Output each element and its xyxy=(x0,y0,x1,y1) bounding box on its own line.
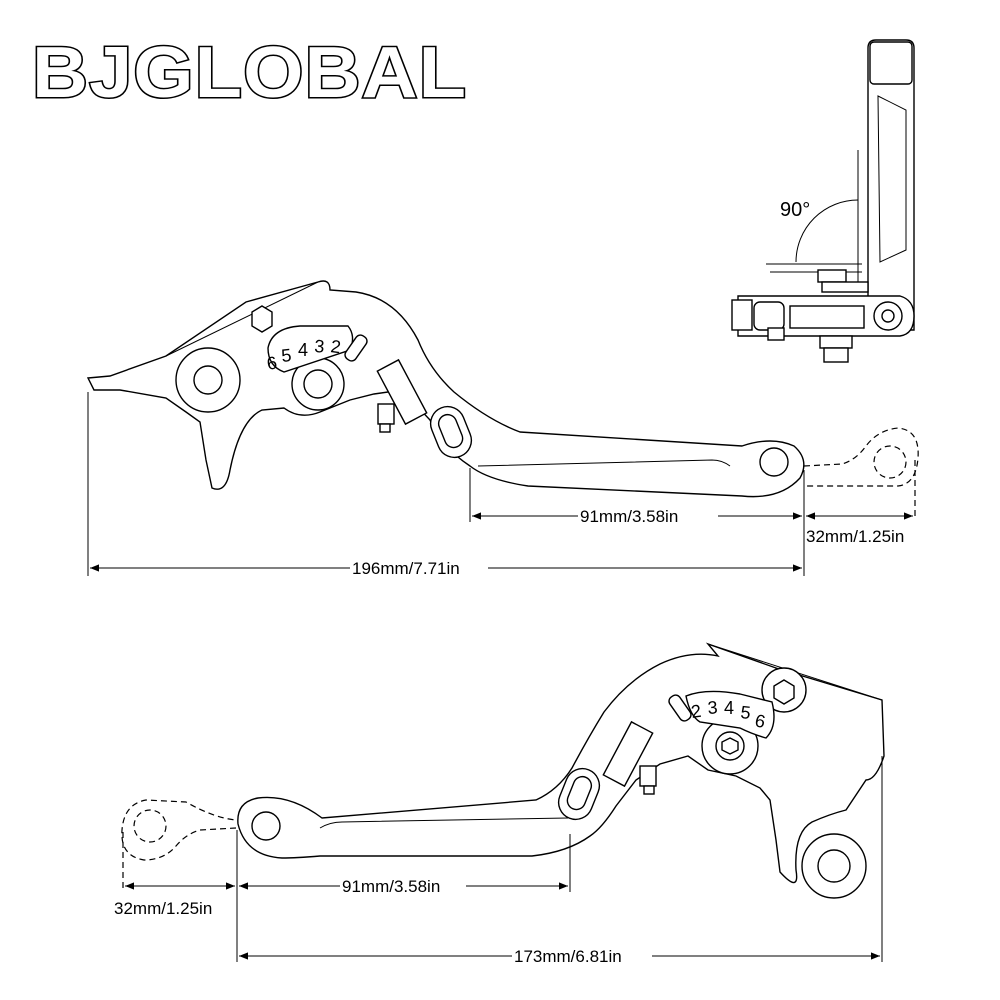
scale-digit: 5 xyxy=(280,345,292,366)
scale-digit: 4 xyxy=(724,698,734,718)
bottom-dimensions: 32mm/1.25in 91mm/3.58in 173mm/6.81in xyxy=(114,756,883,966)
top-lever: 6 5 4 3 2 xyxy=(86,280,919,520)
top-overall-label: 196mm/7.71in xyxy=(352,559,460,578)
angle-label: 90° xyxy=(780,199,810,221)
top-extension-label: 32mm/1.25in xyxy=(806,527,904,546)
side-view: 90° xyxy=(731,39,915,363)
scale-digit: 5 xyxy=(740,702,752,723)
top-dimensions: 91mm/3.58in 32mm/1.25in 196mm/7.71in xyxy=(87,392,913,578)
scale-digit: 3 xyxy=(707,697,718,718)
bottom-overall-label: 173mm/6.81in xyxy=(514,947,622,966)
bottom-extension-label: 32mm/1.25in xyxy=(114,899,212,918)
brand-logo: BJGLOBAL xyxy=(32,33,467,113)
scale-digit: 2 xyxy=(329,336,342,357)
scale-digit: 4 xyxy=(298,340,308,360)
scale-digit: 6 xyxy=(265,353,278,374)
scale-digit: 2 xyxy=(690,701,703,722)
scale-digit: 6 xyxy=(753,710,767,732)
scale-digit: 3 xyxy=(314,336,325,357)
bottom-reach-label: 91mm/3.58in xyxy=(342,877,440,896)
bottom-lever: 2 3 4 5 6 xyxy=(121,642,885,899)
top-reach-label: 91mm/3.58in xyxy=(580,507,678,526)
